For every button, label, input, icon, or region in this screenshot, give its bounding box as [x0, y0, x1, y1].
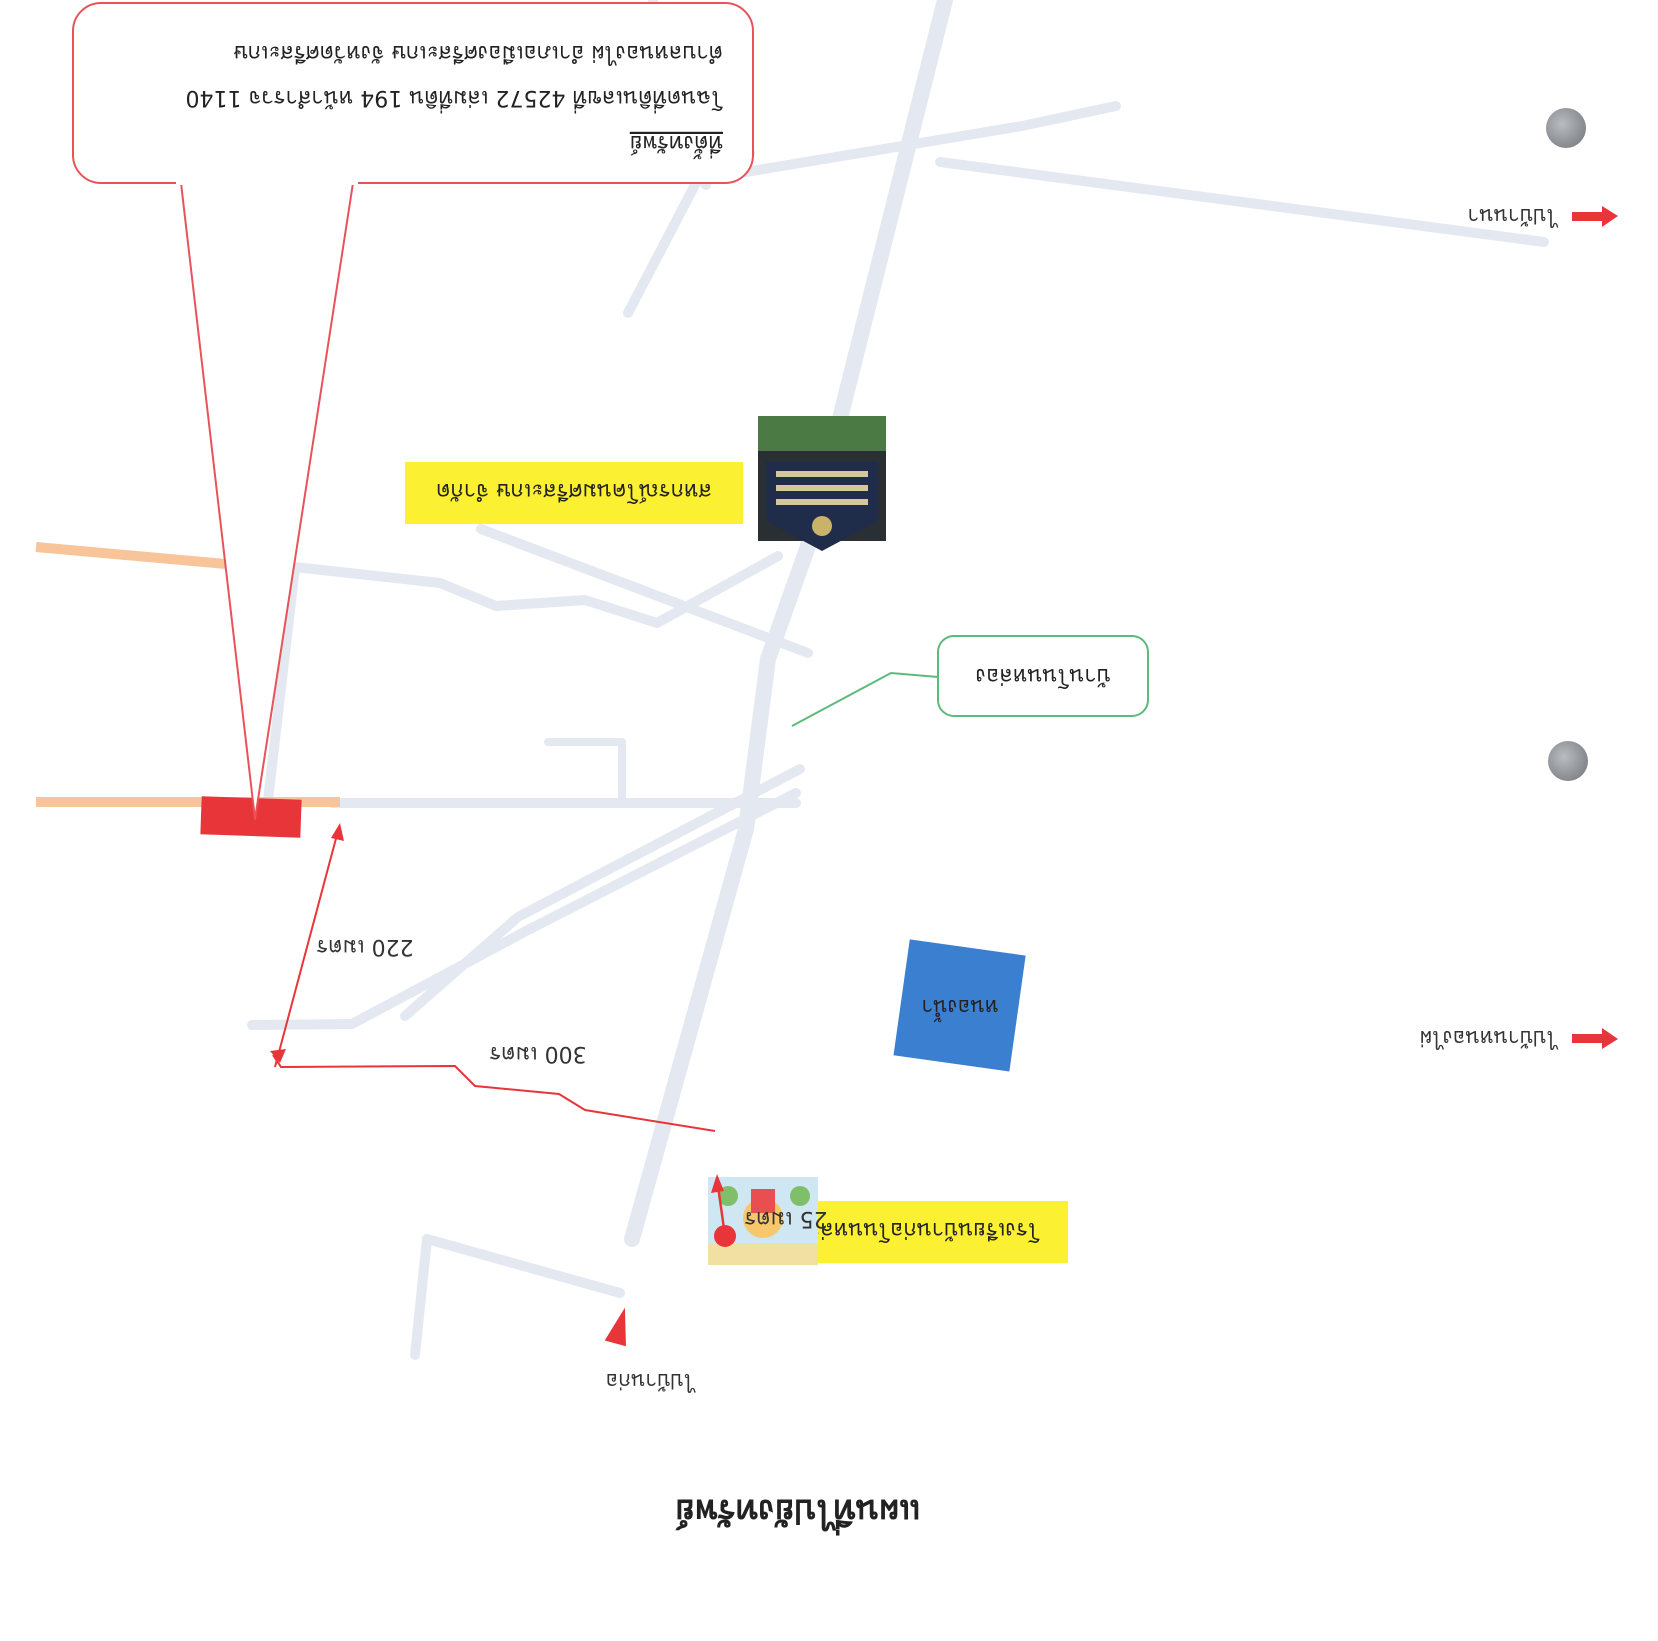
- arrow-25m-head: [711, 1174, 724, 1193]
- road-office-side: [476, 524, 813, 658]
- main-road: [624, 0, 953, 1247]
- dist-25m: 25 เมตร: [744, 1206, 827, 1231]
- arrow-220m-line: [274, 830, 339, 1068]
- road-to-property: [260, 551, 783, 831]
- dir-to-nong-phai-label: ไปบ้านหนองไผ่: [1420, 1026, 1559, 1050]
- village-callout-text: บ้านโนนหล่อง: [975, 663, 1110, 689]
- property-callout-line1: โฉนดที่ดินเลขที่ 42572 เล่มที่ดิน 194 หน…: [186, 85, 724, 114]
- pond-marker: [893, 939, 1026, 1072]
- road-stub: [544, 738, 626, 807]
- binder-hole-bottom: [1548, 741, 1588, 781]
- dir-to-ko: ไปบ้านก่อ: [604, 1307, 697, 1393]
- dir-to-ko-label: ไปบ้านก่อ: [606, 1369, 697, 1393]
- school-photo-icon: [708, 1177, 818, 1265]
- office-photo-icon: [758, 416, 886, 551]
- route-300m-line: [272, 1054, 716, 1132]
- dir-to-na-label: ไปบ้านนา: [1467, 204, 1559, 228]
- dist-300m: 300 เมตร: [489, 1041, 586, 1066]
- dir-to-na: ไปบ้านนา: [1467, 204, 1618, 228]
- office-label-bg: [405, 462, 743, 524]
- road-to-pond: [400, 764, 805, 1021]
- arrow-220m-head: [331, 823, 344, 841]
- road-school-side: [410, 1234, 625, 1360]
- property-callout: ที่ตั้งทรัพย์ โฉนดที่ดินเลขที่ 42572 เล่…: [72, 2, 754, 820]
- pond-label: หนองน้ำ: [921, 995, 998, 1022]
- property-marker: [200, 796, 302, 838]
- village-callout: บ้านโนนหล่อง: [791, 635, 1149, 727]
- road-to-nong-phai: [247, 788, 801, 1030]
- road-far-west: [935, 157, 1549, 247]
- dir-to-nong-phai: ไปบ้านหนองไผ่: [1420, 1026, 1618, 1050]
- property-callout-line2: ตำบลหนองไผ่ อำเภอเมืองศรีสะเกษ จังหวัดศร…: [233, 40, 723, 66]
- map-title: แผนที่ไปยังทรัพย์: [675, 1491, 921, 1536]
- office-label: สหกรณ์โคนมศรีสะเกษ จำกัด: [436, 478, 712, 504]
- school-label: โรงเรียนบ้านก่อโนนหล่อง: [796, 1217, 1039, 1243]
- property-callout-heading: ที่ตั้งทรัพย์: [630, 130, 723, 159]
- road-upper-branch: [711, 101, 1121, 182]
- binder-hole-top: [1546, 108, 1586, 148]
- arrow-25m-line: [716, 1185, 727, 1237]
- dist-220m: 220 เมตร: [316, 934, 413, 959]
